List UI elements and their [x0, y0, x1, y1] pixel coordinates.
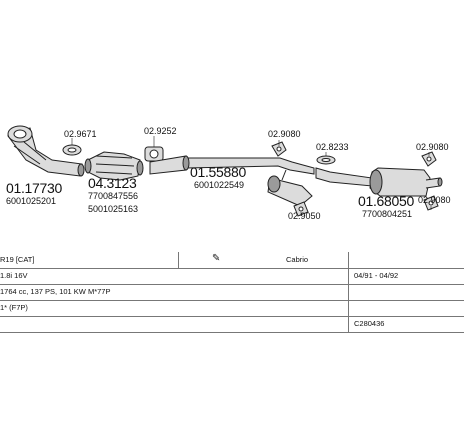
manifold-part — [7, 125, 85, 177]
fitting-3-drawing — [271, 141, 287, 157]
fitting-1-drawing — [62, 144, 82, 156]
rear-silencer-part-number: 01.68050 — [358, 193, 414, 209]
exhaust-drawing — [7, 125, 443, 217]
info-row-engine: 1.8i 16V 04/91 - 04/92 — [0, 268, 464, 285]
pencil-icon: ✎ — [212, 253, 221, 264]
fitting-1-number: 02.9671 — [64, 129, 97, 139]
exhaust-diagram: 02.9671 02.9252 02.9080 02.8233 02.9080 … — [6, 125, 451, 221]
rear-silencer-part — [315, 167, 443, 197]
front-pipe-oem-number: 6001022549 — [194, 180, 245, 190]
engine-label: 1.8i 16V — [0, 271, 28, 280]
info-row-ref: C280436 — [0, 316, 464, 333]
info-row-code: 1* (F7P) — [0, 300, 464, 317]
middle-silencer-part — [267, 169, 313, 207]
manifold-part-number: 01.17730 — [6, 180, 62, 196]
fitting-7-drawing — [423, 195, 439, 211]
catalyst-oem-number-1: 7700847556 — [88, 191, 139, 201]
model-label: R19 [CAT] — [0, 255, 35, 264]
fitting-6-drawing — [421, 151, 437, 167]
fitting-6-number: 02.9080 — [416, 142, 449, 152]
fitting-2-drawing — [144, 146, 164, 162]
rear-silencer-oem-number: 7700804251 — [362, 209, 413, 219]
column-divider — [178, 252, 179, 268]
leader-lines — [71, 136, 432, 216]
catalyst-oem-number-2: 5001025163 — [88, 204, 139, 214]
specs-label: 1764 cc, 137 PS, 101 KW M*77P — [0, 287, 111, 296]
front-pipe-part-number: 01.55880 — [190, 164, 246, 180]
fitting-5-drawing — [293, 201, 309, 217]
fitting-4-number: 02.8233 — [316, 142, 349, 152]
info-row-model: R19 [CAT] ✎ Cabrio — [0, 252, 464, 269]
reference-code-label: C280436 — [354, 319, 385, 328]
fitting-4-drawing — [316, 155, 336, 165]
vehicle-info-table: R19 [CAT] ✎ Cabrio 1.8i 16V 04/91 - 04/9… — [0, 252, 464, 333]
fitting-5-number: 02.9050 — [288, 211, 321, 221]
catalyst-part-number: 04.3123 — [88, 175, 137, 191]
fitting-7-number: 02.9080 — [418, 195, 451, 205]
info-row-specs: 1764 cc, 137 PS, 101 KW M*77P — [0, 284, 464, 301]
column-divider — [348, 252, 349, 332]
manifold-oem-number: 6001025201 — [6, 196, 57, 206]
fitting-2-number: 02.9252 — [144, 126, 177, 136]
years-label: 04/91 - 04/92 — [354, 271, 399, 280]
front-pipe-part — [149, 155, 315, 175]
catalyst-part — [84, 151, 144, 181]
engine-code-label: 1* (F7P) — [0, 303, 28, 312]
fitting-3-number: 02.9080 — [268, 129, 301, 139]
body-type-label: Cabrio — [286, 255, 309, 264]
